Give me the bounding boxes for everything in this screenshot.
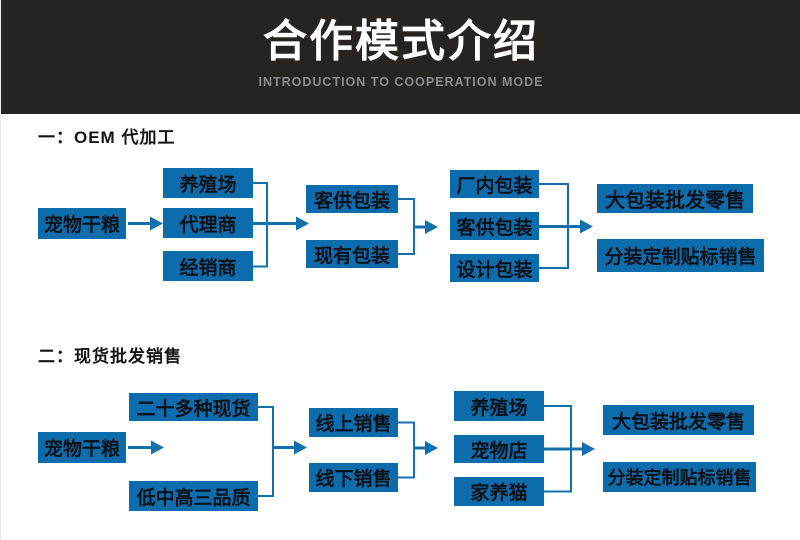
arrow-head-icon <box>425 220 438 234</box>
box-customer-packaging-2: 客供包装 <box>450 212 539 240</box>
bracket-line <box>253 182 268 268</box>
box-farm-1: 养殖场 <box>163 168 253 198</box>
box-pet-dry-food-1: 宠物干粮 <box>38 208 126 239</box>
box-bulk-wholesale-retail-2: 大包装批发零售 <box>603 405 754 435</box>
box-design-packaging: 设计包装 <box>450 254 539 282</box>
box-customer-packaging-1: 客供包装 <box>306 185 398 213</box>
box-house-cat: 家养猫 <box>454 477 544 506</box>
arrow-head-icon <box>296 216 309 231</box>
box-distributor: 经销商 <box>163 251 253 281</box>
box-online-sales: 线上销售 <box>309 408 398 437</box>
box-factory-packaging: 厂内包装 <box>450 170 539 198</box>
section2-heading: 二：现货批发销售 <box>38 347 182 366</box>
header-banner: 合作模式介绍 INTRODUCTION TO COOPERATION MODE <box>1 0 800 114</box>
box-custom-label-sales-1: 分装定制贴标销售 <box>597 239 764 272</box>
arrow-head-icon <box>425 441 438 455</box>
box-stock-varieties: 二十多种现货 <box>129 393 258 421</box>
bracket-line <box>539 183 569 269</box>
box-pet-shop: 宠物店 <box>454 435 544 463</box>
box-three-quality-grades: 低中高三品质 <box>129 481 258 511</box>
bracket-line <box>544 405 572 493</box>
arrow-head-icon <box>150 216 163 231</box>
box-custom-label-sales-2: 分装定制贴标销售 <box>603 462 756 492</box>
arrow-head-icon <box>580 219 593 234</box>
box-agent: 代理商 <box>163 208 253 238</box>
box-offline-sales: 线下销售 <box>309 463 398 492</box>
arrow-head-icon <box>294 440 307 455</box>
section1-heading: 一：OEM 代加工 <box>38 128 176 147</box>
arrow-head-icon <box>582 442 595 456</box>
arrow-head-icon <box>151 440 164 455</box>
box-bulk-wholesale-retail-1: 大包装批发零售 <box>597 184 753 213</box>
page-title: 合作模式介绍 <box>263 17 539 66</box>
bracket-line <box>258 406 274 497</box>
bracket-line <box>398 421 415 479</box>
box-pet-dry-food-2: 宠物干粮 <box>38 432 126 463</box>
box-farm-2: 养殖场 <box>454 391 544 421</box>
bracket-line <box>398 198 415 255</box>
page-subtitle: INTRODUCTION TO COOPERATION MODE <box>258 75 544 89</box>
box-existing-packaging: 现有包装 <box>306 240 398 268</box>
